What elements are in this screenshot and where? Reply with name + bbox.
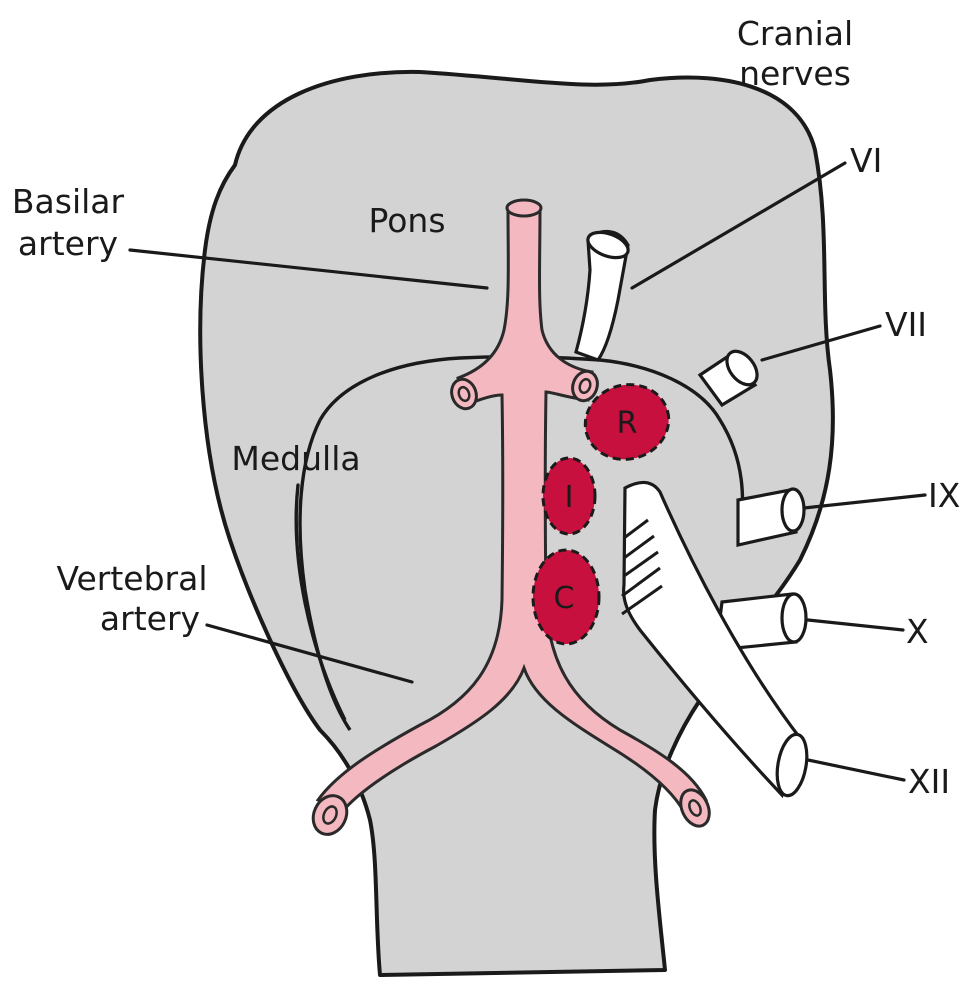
nerve-vi-label: VI — [850, 141, 882, 180]
basilar-artery-top — [507, 200, 541, 216]
nerve-ix-label: IX — [928, 476, 960, 515]
vertebral-label-line1: Vertebral — [56, 559, 207, 598]
zone-r-label: R — [617, 406, 638, 441]
vertebral-label-line2: artery — [100, 599, 200, 638]
zone-i-label: I — [565, 480, 574, 515]
nerve-xii-leader — [808, 760, 904, 780]
nerve-ix-end — [782, 489, 804, 531]
nerve-x-end — [782, 594, 806, 642]
basilar-label-line2: artery — [18, 224, 118, 263]
cranial-nerves-label-line2: nerves — [739, 54, 851, 93]
basilar-label-line1: Basilar — [12, 182, 125, 221]
nerve-vii-label: VII — [885, 305, 927, 344]
nerve-x-label: X — [906, 612, 929, 651]
cranial-nerves-label-line1: Cranial — [737, 14, 853, 53]
nerve-x-leader — [808, 620, 903, 630]
zone-c-label: C — [554, 581, 575, 616]
medulla-label: Medulla — [231, 439, 360, 478]
nerve-xii-label: XII — [908, 762, 950, 801]
pons-label: Pons — [368, 201, 445, 240]
